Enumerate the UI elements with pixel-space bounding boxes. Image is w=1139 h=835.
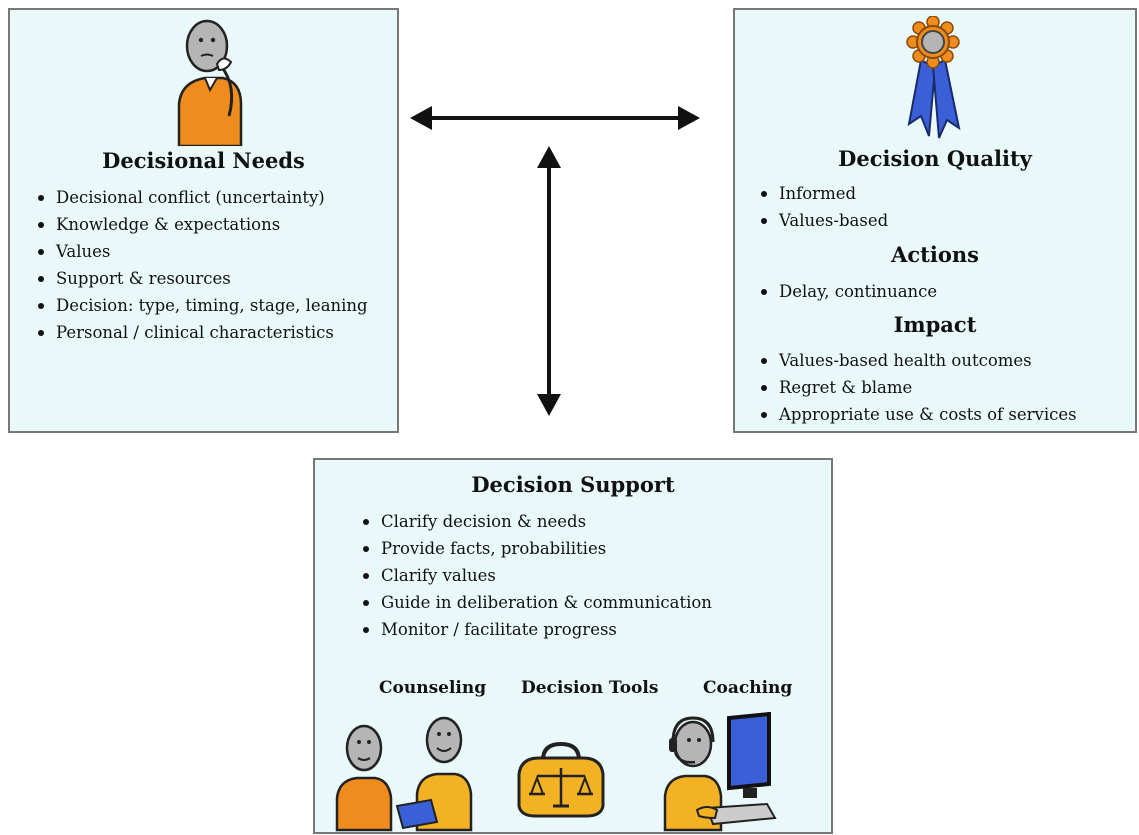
decision-tools-label: Decision Tools — [521, 678, 659, 698]
list-item: Monitor / facilitate progress — [359, 616, 712, 643]
decision-quality-title: Decision Quality — [838, 146, 1032, 171]
decision-support-title: Decision Support — [471, 472, 675, 497]
thinking-person-icon — [177, 19, 243, 146]
vertical-double-arrow — [537, 146, 561, 416]
list-item: Decisional conflict (uncertainty) — [34, 184, 368, 211]
list-item: Delay, continuance — [757, 278, 937, 305]
decision-tools-bag-icon — [517, 742, 605, 818]
list-item: Decision: type, timing, stage, leaning — [34, 292, 368, 319]
decision-support-list: Clarify decision & needs Provide facts, … — [359, 508, 712, 643]
list-item: Provide facts, probabilities — [359, 535, 712, 562]
actions-list: Delay, continuance — [757, 278, 937, 305]
coaching-label: Coaching — [703, 678, 793, 698]
horizontal-double-arrow — [410, 106, 700, 130]
list-item: Values-based health outcomes — [757, 347, 1077, 374]
list-item: Appropriate use & costs of services — [757, 401, 1077, 428]
decision-quality-box: Decision Quality Informed Values-based A… — [733, 8, 1137, 433]
list-item: Clarify decision & needs — [359, 508, 712, 535]
counseling-people-icon — [335, 716, 473, 832]
list-item: Support & resources — [34, 265, 368, 292]
list-item: Informed — [757, 180, 888, 207]
list-item: Values-based — [757, 207, 888, 234]
coaching-headset-computer-icon — [663, 712, 777, 832]
list-item: Personal / clinical characteristics — [34, 319, 368, 346]
decision-support-box: Decision Support Clarify decision & need… — [313, 458, 833, 834]
impact-title: Impact — [893, 312, 977, 337]
list-item: Clarify values — [359, 562, 712, 589]
counseling-label: Counseling — [379, 678, 487, 698]
list-item: Knowledge & expectations — [34, 211, 368, 238]
actions-title: Actions — [891, 242, 979, 267]
decision-quality-list: Informed Values-based — [757, 180, 888, 234]
decisional-needs-title: Decisional Needs — [102, 148, 305, 173]
list-item: Regret & blame — [757, 374, 1077, 401]
list-item: Guide in deliberation & communication — [359, 589, 712, 616]
impact-list: Values-based health outcomes Regret & bl… — [757, 347, 1077, 428]
decisional-needs-list: Decisional conflict (uncertainty) Knowle… — [34, 184, 368, 346]
award-ribbon-icon — [906, 16, 961, 139]
decisional-needs-box: Decisional Needs Decisional conflict (un… — [8, 8, 399, 433]
list-item: Values — [34, 238, 368, 265]
